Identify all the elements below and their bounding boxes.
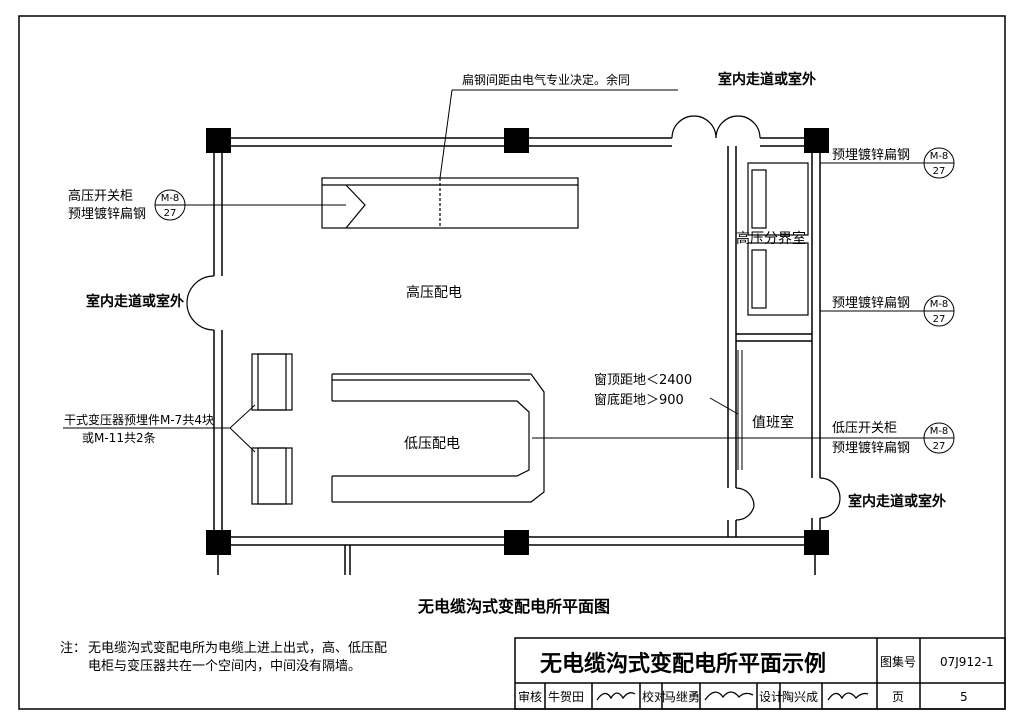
title-block: [514, 637, 1006, 710]
hv-room-label: 高压配电: [406, 284, 462, 301]
note-line-2: 电柜与变压器共在一个空间内，中间没有隔墙。: [88, 658, 361, 674]
lv-room-label: 低压配电: [404, 436, 460, 452]
note-top: 扁钢间距由电气专业决定。余同: [462, 72, 630, 87]
hv-switchgear: [321, 177, 579, 229]
column: [804, 128, 829, 153]
ref-top-text: M-8: [930, 299, 949, 310]
drawing-frame: [18, 15, 1006, 710]
embedded-steel-label: 预埋镀锌扁钢: [832, 147, 910, 163]
atlas-number: 07J912-1: [940, 655, 994, 669]
outer-walls: [213, 137, 822, 575]
window-top-label: 窗顶距地＜2400: [594, 372, 692, 388]
ref-bottom-text: 27: [933, 166, 946, 177]
review-label: 审核: [518, 689, 542, 704]
checker-signature: [704, 691, 754, 701]
door-top-1: [671, 115, 695, 139]
ref-marker-right-2: [923, 295, 955, 327]
ref-top-text: M-8: [161, 193, 180, 204]
page-number: 5: [960, 690, 968, 704]
door-left: [186, 275, 215, 304]
embedded-steel-label: 预埋镀锌扁钢: [832, 295, 910, 311]
ref-bottom-text: 27: [933, 441, 946, 452]
ref-marker-left: [154, 189, 186, 221]
reviewer-name: 牛贺田: [548, 689, 584, 704]
ref-marker-right-3: [923, 422, 955, 454]
corridor-left-label: 室内走道或室外: [86, 293, 184, 310]
corridor-top-label: 室内走道或室外: [718, 71, 816, 88]
ref-bottom-text: 27: [164, 208, 177, 219]
checker-name: 马继勇: [664, 690, 700, 704]
boundary-switchgear: [747, 162, 809, 316]
column: [206, 128, 231, 153]
reviewer-signature: [596, 692, 636, 701]
title-block-title: 无电缆沟式变配电所平面示例: [540, 651, 826, 677]
check-label: 校对: [642, 689, 666, 704]
transformers: [251, 353, 293, 505]
lv-switchgear: [331, 373, 545, 503]
ref-top-text: M-8: [930, 426, 949, 437]
doors: [186, 115, 841, 521]
transformer-label-1: 干式变压器预埋件M-7共4块: [64, 412, 214, 427]
column: [504, 128, 529, 153]
ref-top-text: M-8: [930, 151, 949, 162]
door-duty-room: [735, 487, 755, 507]
window-bottom-label: 窗底距地＞900: [594, 392, 684, 408]
duty-room-label: 值班室: [752, 414, 794, 431]
note-prefix: 注：: [60, 641, 86, 656]
embedded-steel-label: 预埋镀锌扁钢: [68, 206, 146, 222]
note-line-1: 无电缆沟式变配电所为电缆上进上出式，高、低压配: [88, 640, 387, 656]
columns: [206, 128, 829, 555]
lv-cabinet-label: 低压开关柜: [832, 421, 897, 436]
embedded-steel-label: 预埋镀锌扁钢: [832, 440, 910, 456]
column: [206, 530, 231, 555]
corridor-right-label: 室内走道或室外: [848, 493, 946, 510]
atlas-label: 图集号: [880, 654, 916, 669]
ref-bottom-text: 27: [933, 314, 946, 325]
door-right: [819, 477, 841, 499]
column: [804, 530, 829, 555]
page-label: 页: [892, 690, 904, 704]
leader-lines: [63, 89, 924, 453]
transformer-label-2: 或M-11共2条: [82, 431, 156, 445]
hv-boundary-room-label: 高压分界室: [736, 230, 806, 247]
design-label: 设计: [759, 690, 783, 704]
designer-name: 陶兴成: [782, 689, 818, 704]
plan-title: 无电缆沟式变配电所平面图: [417, 597, 610, 616]
ref-marker-right-1: [923, 147, 955, 179]
hv-cabinet-label: 高压开关柜: [68, 188, 133, 204]
designer-signature: [827, 692, 869, 701]
column: [504, 530, 529, 555]
duty-window: [737, 350, 743, 470]
